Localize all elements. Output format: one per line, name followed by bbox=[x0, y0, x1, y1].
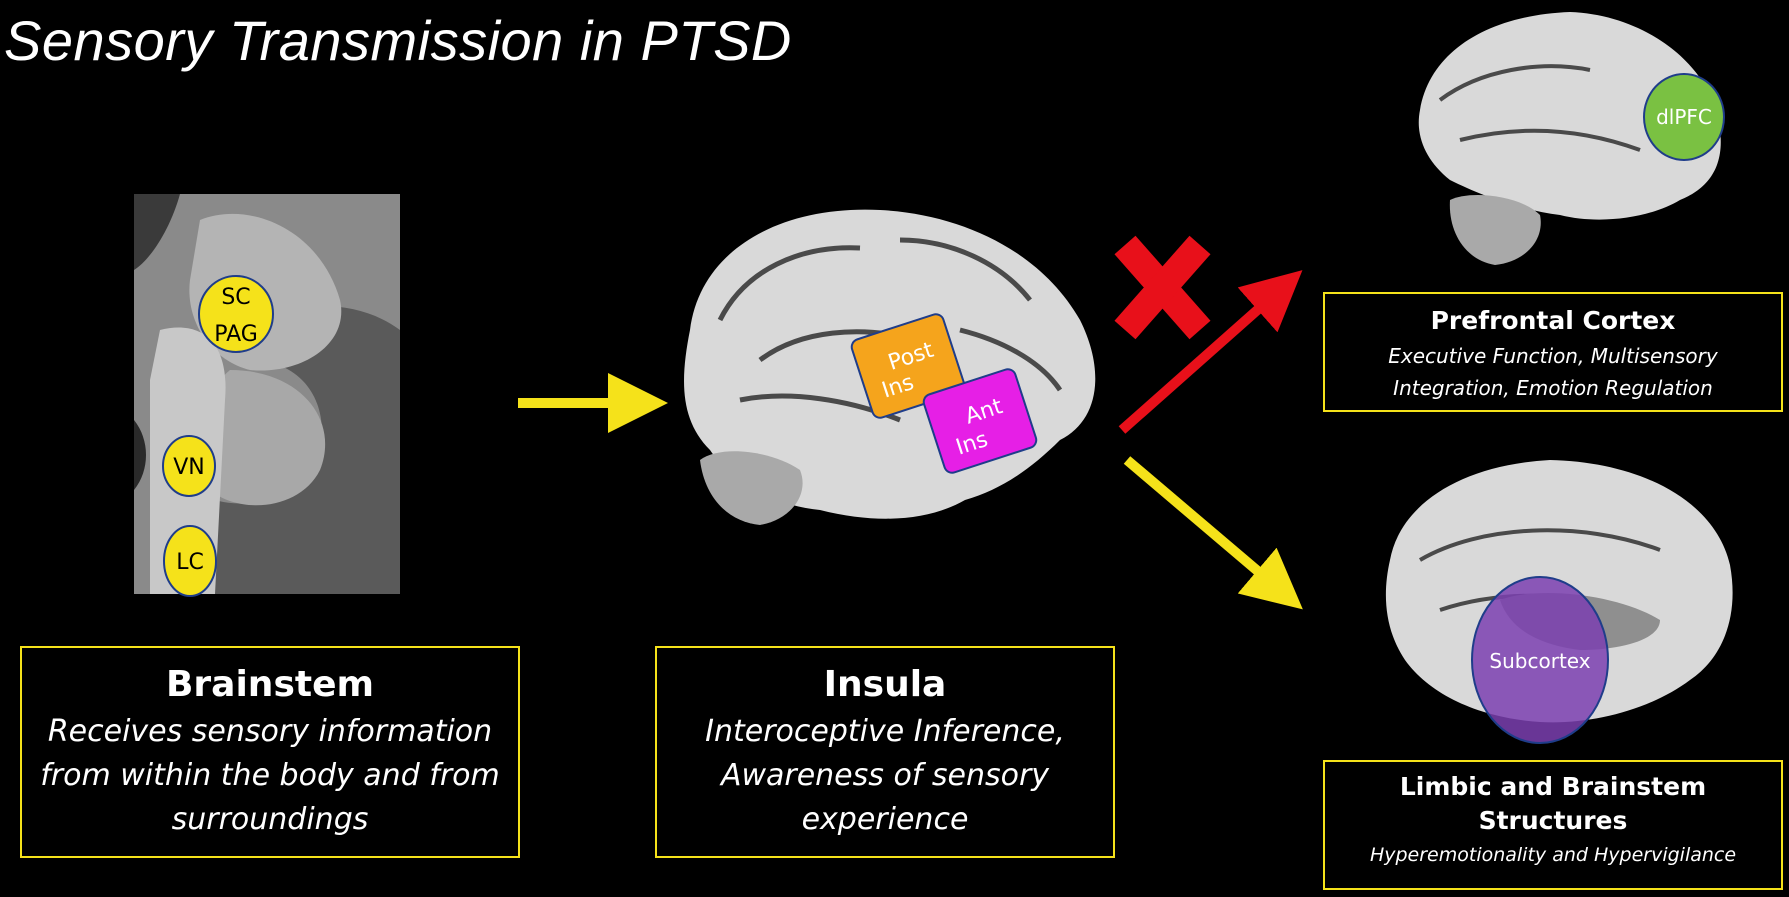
region-label-lc: LC bbox=[176, 550, 204, 575]
prefrontal-region-dlpfc: dlPFC bbox=[1643, 73, 1725, 161]
limbic-box: Limbic and Brainstem Structures Hyperemo… bbox=[1323, 760, 1783, 890]
page-title: Sensory Transmission in PTSD bbox=[4, 9, 792, 72]
limbic-description: Hyperemotionality and Hypervigilance bbox=[1369, 844, 1737, 866]
limbic-heading: Limbic and Brainstem Structures bbox=[1399, 772, 1707, 835]
insula-heading: Insula bbox=[823, 664, 947, 705]
insula-description: Interoceptive Inference, Awareness of se… bbox=[705, 714, 1065, 837]
insula-region-ant: Ant Ins bbox=[922, 368, 1038, 474]
brainstem-scan bbox=[134, 194, 400, 594]
limbic-region-subcortex: Subcortex bbox=[1471, 576, 1609, 744]
brainstem-description: Receives sensory information from within… bbox=[40, 714, 500, 837]
prefrontal-description: Executive Function, Multisensory Integra… bbox=[1388, 344, 1718, 400]
prefrontal-heading: Prefrontal Cortex bbox=[1430, 306, 1676, 335]
brainstem-region-lc: LC bbox=[163, 525, 217, 597]
insula-box: Insula Interoceptive Inference, Awarenes… bbox=[655, 646, 1115, 858]
brainstem-heading: Brainstem bbox=[165, 664, 375, 705]
arrow-up-right-icon bbox=[1118, 270, 1303, 434]
blocked-x-icon bbox=[1114, 235, 1211, 340]
region-label-subcortex: Subcortex bbox=[1489, 649, 1590, 673]
prefrontal-brain-scan bbox=[1418, 12, 1721, 265]
prefrontal-box: Prefrontal Cortex Executive Function, Mu… bbox=[1323, 292, 1783, 412]
region-label-pag: PAG bbox=[214, 322, 258, 347]
region-label-sc: SC bbox=[221, 285, 250, 310]
arrow-down-right-icon bbox=[1123, 456, 1303, 610]
region-label-dlpfc: dlPFC bbox=[1656, 105, 1712, 129]
brainstem-region-vn: VN bbox=[162, 435, 216, 497]
region-label-vn: VN bbox=[173, 455, 205, 480]
brainstem-box: Brainstem Receives sensory information f… bbox=[20, 646, 520, 858]
brainstem-region-sc-pag: SC PAG bbox=[198, 275, 274, 353]
